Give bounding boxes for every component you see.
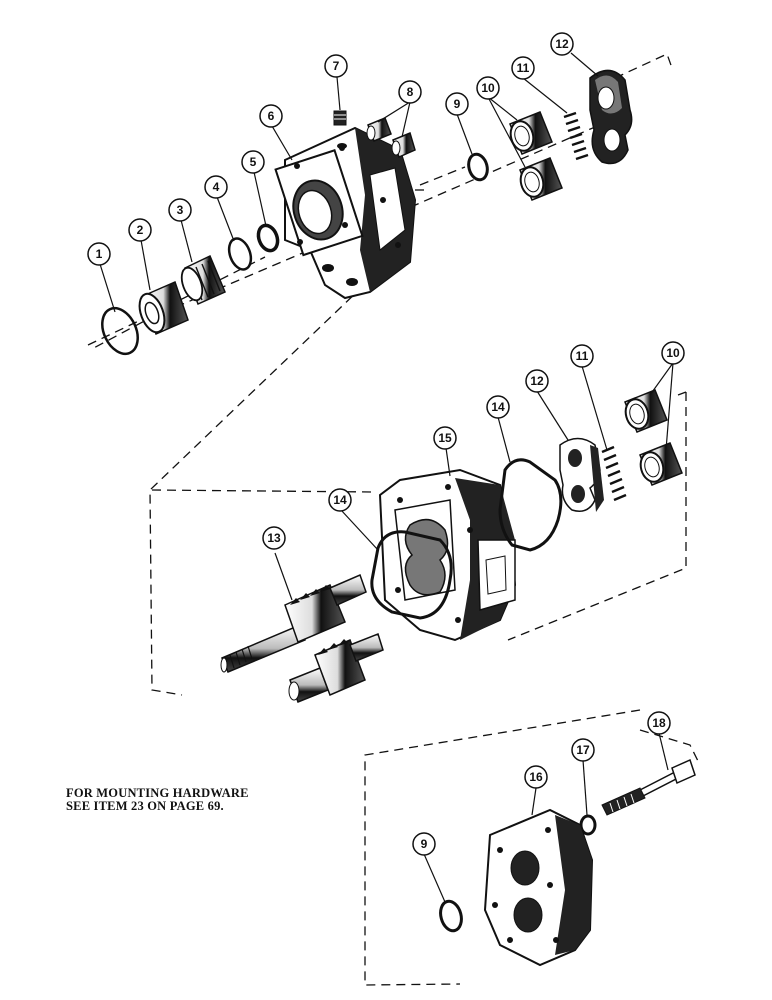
callout-circle <box>259 104 283 128</box>
callout-number: 12 <box>530 374 544 388</box>
callout-number: 12 <box>555 37 569 51</box>
callout-circle <box>241 150 265 174</box>
callout-circle <box>328 488 352 512</box>
callout-number: 10 <box>481 81 495 95</box>
callout-c15: 15 <box>433 426 457 450</box>
callout-circle <box>570 344 594 368</box>
callout-number: 16 <box>529 770 543 784</box>
callout-c11a: 11 <box>511 56 535 80</box>
callout-number: 1 <box>96 247 103 261</box>
callout-c9b: 9 <box>412 832 436 856</box>
callout-number: 8 <box>407 85 414 99</box>
callout-c3: 3 <box>168 198 192 222</box>
part-11-springs-mid <box>601 445 627 502</box>
callout-number: 15 <box>438 431 452 445</box>
callout-circle <box>486 395 510 419</box>
part-1-retaining-ring <box>101 306 139 356</box>
part-6-front-housing <box>274 126 417 300</box>
callout-c2: 2 <box>128 218 152 242</box>
leader-lines <box>99 52 674 903</box>
part-10-needle-bearings-mid <box>624 389 683 486</box>
part-16-rear-cover <box>483 808 594 967</box>
part-11-springs-top <box>563 111 589 161</box>
callout-c4: 4 <box>204 175 228 199</box>
callout-number: 14 <box>333 493 347 507</box>
part-8-fittings <box>366 117 416 159</box>
part-14-gasket-right <box>498 458 563 552</box>
callout-c12a: 12 <box>550 32 574 56</box>
part-13-drive-gear-shaft <box>220 573 367 673</box>
callout-number: 11 <box>576 349 589 363</box>
callout-circle <box>511 56 535 80</box>
callout-number: 18 <box>652 716 666 730</box>
part-12-bearing-block-top <box>589 69 633 165</box>
callout-c14b: 14 <box>328 488 352 512</box>
callout-number: 5 <box>250 155 257 169</box>
callout-circle <box>476 76 500 100</box>
callout-circle <box>168 198 192 222</box>
callout-circle <box>412 832 436 856</box>
part-9-washer-top <box>467 152 489 182</box>
callout-number: 9 <box>454 97 461 111</box>
callout-number: 9 <box>421 837 428 851</box>
callout-circle <box>647 711 671 735</box>
part-3-seal <box>180 254 226 306</box>
callout-circle <box>433 426 457 450</box>
callout-number: 17 <box>576 743 590 757</box>
callout-c16: 16 <box>524 765 548 789</box>
callout-circle <box>571 738 595 762</box>
callout-c1: 1 <box>87 242 111 266</box>
callout-c14a: 14 <box>486 395 510 419</box>
callout-circle <box>128 218 152 242</box>
part-5-seal-ring <box>256 223 280 253</box>
callout-c5: 5 <box>241 150 265 174</box>
part-12-bearing-block-mid <box>559 437 604 512</box>
note-line-2: SEE ITEM 23 ON PAGE 69. <box>66 799 224 813</box>
callout-number: 3 <box>177 203 184 217</box>
callout-c10a: 10 <box>476 76 500 100</box>
callout-c10b: 10 <box>661 341 685 365</box>
callout-c9a: 9 <box>445 92 469 116</box>
callout-circle <box>398 80 422 104</box>
callout-circle <box>550 32 574 56</box>
callout-c12b: 12 <box>525 369 549 393</box>
callout-circle <box>524 765 548 789</box>
callout-number: 14 <box>491 400 505 414</box>
driven-gear <box>288 633 384 703</box>
part-18-bolt <box>601 758 696 816</box>
callout-circle <box>324 54 348 78</box>
callout-c17: 17 <box>571 738 595 762</box>
callout-number: 4 <box>213 180 220 194</box>
part-15-gear-housing <box>378 468 517 642</box>
part-10-needle-bearings-top <box>509 111 563 201</box>
callout-number: 7 <box>333 59 340 73</box>
part-9-washer-bottom <box>439 899 463 933</box>
callout-number: 6 <box>268 109 275 123</box>
part-7-plug <box>333 110 347 126</box>
callout-circle <box>87 242 111 266</box>
callout-number: 2 <box>137 223 144 237</box>
callout-c18: 18 <box>647 711 671 735</box>
part-14-gasket-left <box>370 530 453 620</box>
callout-circle <box>262 526 286 550</box>
callout-circle <box>445 92 469 116</box>
note-line-1: FOR MOUNTING HARDWARE <box>66 786 249 800</box>
mounting-hardware-note: FOR MOUNTING HARDWARE SEE ITEM 23 ON PAG… <box>66 787 249 813</box>
callout-circle <box>661 341 685 365</box>
callout-c7: 7 <box>324 54 348 78</box>
callout-number: 13 <box>267 531 281 545</box>
callout-c11b: 11 <box>570 344 594 368</box>
callout-c13: 13 <box>262 526 286 550</box>
callout-circle <box>525 369 549 393</box>
part-4-washer <box>227 237 253 271</box>
callout-circle <box>204 175 228 199</box>
callout-c6: 6 <box>259 104 283 128</box>
callout-c8: 8 <box>398 80 422 104</box>
part-2-bearing <box>138 280 189 336</box>
callout-number: 11 <box>517 61 530 75</box>
callout-number: 10 <box>666 346 680 360</box>
